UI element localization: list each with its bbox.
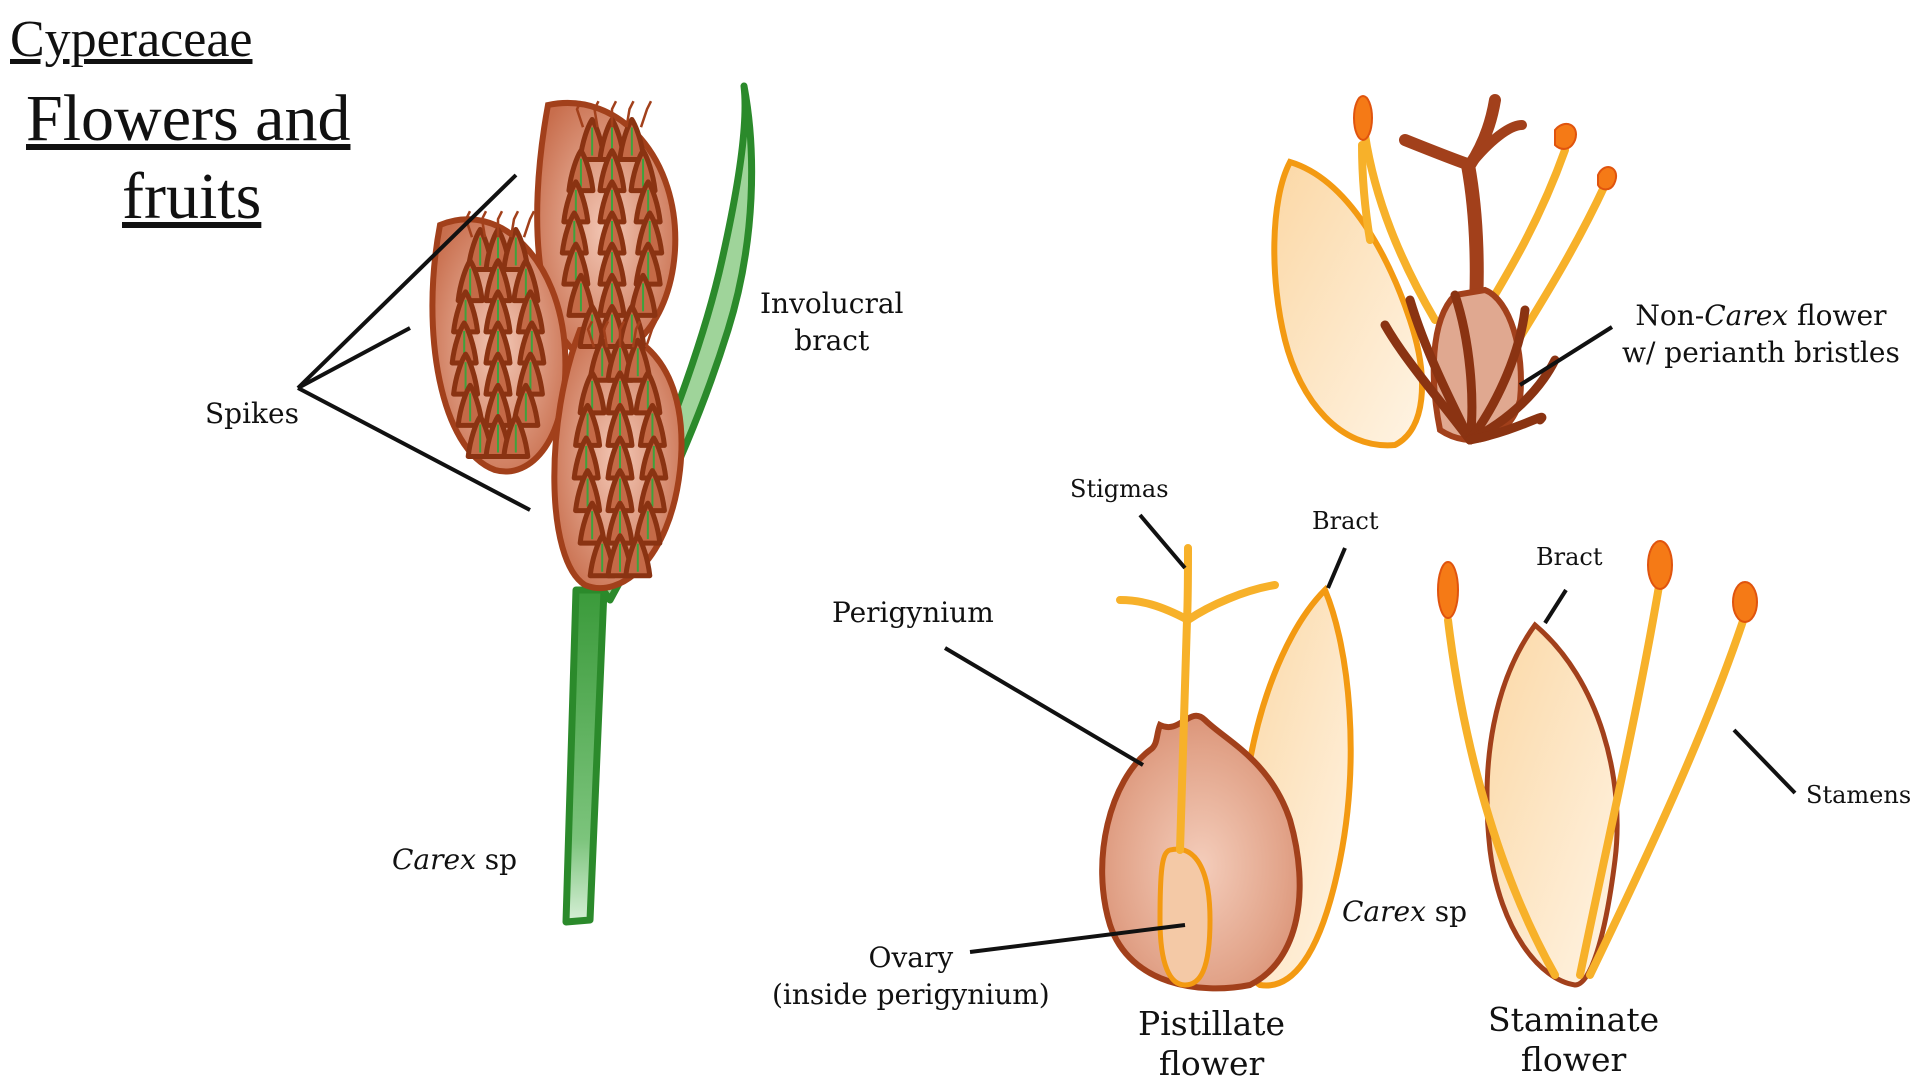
spike-bristle — [602, 320, 610, 348]
non-carex-flower-illustration — [1271, 94, 1617, 449]
carex-sp-label-left: Carex sp — [392, 843, 518, 876]
pistillate-flower-illustration — [1099, 544, 1354, 992]
pistillate-leader-lines — [943, 513, 1347, 954]
spike-bristle — [464, 210, 474, 238]
title-line-3: fruits — [122, 160, 262, 233]
carex-plant-illustration — [429, 82, 756, 926]
spike-bristle — [593, 100, 600, 128]
carex-sp-label-right: Carex sp — [1342, 895, 1468, 928]
spike-bristle — [618, 320, 626, 348]
spikes-label: Spikes — [205, 397, 299, 430]
perigynium-label: Perigynium — [832, 596, 994, 629]
staminate-bract — [1484, 621, 1620, 988]
pistillate-flower-label: Pistillate flower — [1138, 1004, 1286, 1083]
non-carex-bract — [1271, 158, 1425, 449]
spike-bristle — [610, 100, 618, 128]
spikes-leader-lines — [296, 173, 531, 512]
staminate-flower-illustration — [1437, 540, 1758, 988]
title-line-1: Cyperaceae — [10, 11, 253, 68]
bract-label-pistillate: Bract — [1312, 507, 1379, 535]
spike-bristle — [522, 210, 536, 238]
spike-bristle — [496, 210, 504, 238]
staminate-leader-lines — [1543, 588, 1797, 795]
staminate-flower-label: Staminate flower — [1488, 1000, 1660, 1079]
spike-bristle — [586, 320, 596, 348]
stigmas-label: Stigmas — [1070, 475, 1169, 503]
stamens-label: Stamens — [1806, 781, 1912, 809]
ovary — [1157, 846, 1213, 988]
spike-bristle — [509, 210, 520, 238]
spike-bristle — [575, 100, 585, 128]
spike-bristle — [639, 100, 653, 128]
spike-bristle — [644, 320, 658, 348]
spike-bristle — [625, 100, 635, 128]
title-line-2: Flowers and — [26, 82, 351, 155]
involucral-bract-leaf — [599, 82, 756, 604]
spike-bristle — [480, 210, 488, 238]
stem — [562, 586, 608, 926]
ovary-label: Ovary (inside perigynium) — [772, 941, 1050, 1011]
involucral-bract-label: Involucral bract — [760, 287, 904, 357]
perigynium — [1099, 712, 1303, 992]
non-carex-leader-line — [1518, 325, 1614, 387]
spike-bristle — [631, 320, 642, 348]
non-carex-flower-label: Non-Carex flower w/ perianth bristles — [1622, 299, 1900, 369]
bract-label-staminate: Bract — [1536, 543, 1603, 571]
